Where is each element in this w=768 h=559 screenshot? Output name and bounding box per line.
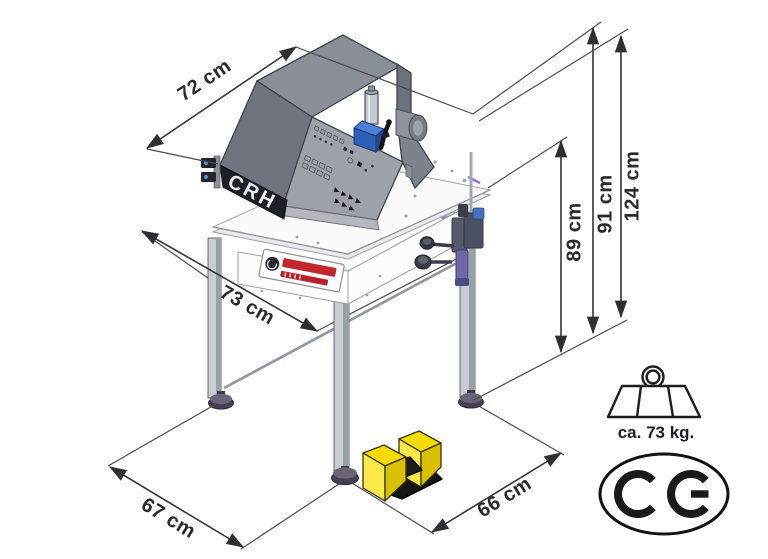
valve-block bbox=[353, 120, 385, 154]
valve-lever bbox=[378, 119, 392, 151]
leg-front bbox=[333, 297, 350, 474]
ce-letters bbox=[614, 469, 709, 518]
leg-feet bbox=[208, 390, 484, 486]
vertical-cylinder bbox=[364, 85, 379, 125]
air-regulator-unit bbox=[414, 204, 485, 286]
dim-label-floor-width: 67 cm bbox=[137, 494, 199, 543]
dim-label-total-height: 124 cm bbox=[621, 151, 643, 222]
dimension-total-height: 124 cm bbox=[614, 34, 643, 319]
dimension-table-height: 89 cm bbox=[554, 139, 585, 354]
dim-label-floor-depth: 66 cm bbox=[474, 473, 536, 523]
weight-icon bbox=[606, 365, 702, 419]
dimension-floor-width: 67 cm bbox=[107, 403, 343, 550]
dim-label-table-height: 89 cm bbox=[563, 202, 585, 261]
foot-pedal bbox=[362, 430, 443, 502]
dim-label-cover-width: 72 cm bbox=[174, 55, 236, 106]
leg-west bbox=[207, 237, 222, 399]
horizontal-cylinder bbox=[395, 108, 428, 142]
dim-label-cover-height: 91 cm bbox=[594, 174, 616, 233]
machine-illustration: CRH bbox=[201, 34, 492, 502]
control-panel-buttons bbox=[301, 125, 374, 211]
ce-mark: CE bbox=[598, 452, 730, 536]
dimension-cover-height: 91 cm bbox=[586, 26, 616, 335]
side-connector bbox=[201, 155, 221, 189]
weight-label: ca. 73 kg. bbox=[618, 423, 695, 442]
